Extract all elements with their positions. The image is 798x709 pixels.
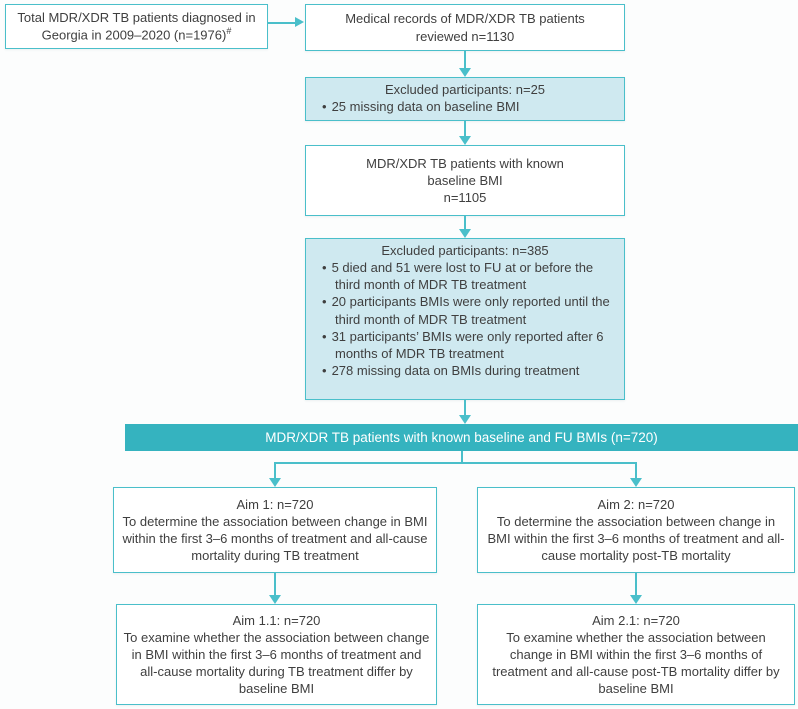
exclusion-text: 25 missing data on baseline BMI — [331, 99, 520, 115]
box-aim-1: Aim 1: n=720 To determine the associatio… — [113, 487, 437, 573]
connector-aim1-to-aim11 — [274, 573, 276, 596]
excluded2-title: Excluded participants: n=385 — [381, 243, 549, 258]
arrow-down-icon — [269, 595, 281, 604]
exclusion-item: •20 participants BMIs were only reported… — [314, 293, 616, 327]
connector-excluded1-to-baseline — [464, 121, 466, 137]
bullet-icon: • — [322, 363, 327, 379]
exclusion-text: 5 died and 51 were lost to FU at or befo… — [331, 260, 594, 293]
box-excluded-fu: Excluded participants: n=385 •5 died and… — [305, 238, 625, 400]
arrow-down-icon — [269, 478, 281, 487]
arrow-down-icon — [459, 136, 471, 145]
aim11-title: Aim 1.1: n=720 — [232, 612, 321, 628]
aim2-title: Aim 2: n=720 — [597, 496, 675, 512]
connector-excluded2-to-band — [464, 400, 466, 416]
box-known-baseline-bmi: MDR/XDR TB patients with known baseline … — [305, 145, 625, 216]
baseline-line-3: n=1105 — [443, 190, 487, 206]
total-diagnosed-label: Total MDR/XDR TB patients diagnosed in G… — [17, 10, 256, 43]
exclusion-item: •278 missing data on BMIs during treatme… — [314, 362, 616, 379]
arrow-right-icon — [295, 17, 304, 27]
excluded2-list: •5 died and 51 were lost to FU at or bef… — [314, 259, 616, 379]
band-known-baseline-fu: MDR/XDR TB patients with known baseline … — [125, 424, 798, 451]
connector-branch-left — [274, 462, 276, 479]
bullet-icon: • — [322, 294, 327, 310]
excluded1-list: •25 missing data on baseline BMI — [314, 98, 616, 115]
connector-branch — [274, 462, 637, 464]
baseline-line-1: MDR/XDR TB patients with known — [366, 155, 564, 171]
aim21-body: To examine whether the association betwe… — [492, 629, 780, 697]
exclusion-text: 20 participants BMIs were only reported … — [331, 294, 610, 327]
connector-records-to-excluded1 — [464, 51, 466, 69]
box-medical-records: Medical records of MDR/XDR TB patients r… — [305, 4, 625, 51]
box-total-diagnosed: Total MDR/XDR TB patients diagnosed in G… — [5, 4, 268, 49]
arrow-down-icon — [459, 229, 471, 238]
exclusion-text: 278 missing data on BMIs during treatmen… — [331, 363, 580, 379]
box-aim-2: Aim 2: n=720 To determine the associatio… — [477, 487, 795, 573]
arrow-down-icon — [459, 415, 471, 424]
connector-total-to-records — [268, 22, 296, 24]
arrow-down-icon — [630, 478, 642, 487]
box-total-diagnosed-text: Total MDR/XDR TB patients diagnosed in G… — [12, 9, 261, 44]
excluded1-title: Excluded participants: n=25 — [384, 82, 546, 97]
band-label: MDR/XDR TB patients with known baseline … — [265, 429, 658, 445]
aim11-body: To examine whether the association betwe… — [123, 629, 430, 697]
records-line-2: reviewed n=1130 — [415, 28, 515, 44]
bullet-icon: • — [322, 328, 327, 344]
aim21-title: Aim 2.1: n=720 — [592, 612, 680, 628]
connector-baseline-to-excluded2 — [464, 216, 466, 230]
exclusion-item: •31 participants’ BMIs were only reporte… — [314, 328, 616, 362]
exclusion-text: 31 participants’ BMIs were only reported… — [331, 328, 604, 361]
connector-aim2-to-aim21 — [635, 573, 637, 596]
arrow-down-icon — [630, 595, 642, 604]
bullet-icon: • — [322, 260, 327, 276]
box-excluded-baseline: Excluded participants: n=25 •25 missing … — [305, 77, 625, 121]
bullet-icon: • — [322, 99, 327, 115]
box-aim-2-1: Aim 2.1: n=720 To examine whether the as… — [477, 604, 795, 705]
exclusion-item: •25 missing data on baseline BMI — [314, 98, 616, 115]
aim2-body: To determine the association between cha… — [487, 513, 785, 564]
exclusion-item: •5 died and 51 were lost to FU at or bef… — [314, 259, 616, 293]
aim1-body: To determine the association between cha… — [122, 513, 428, 564]
baseline-line-2: baseline BMI — [427, 172, 503, 188]
arrow-down-icon — [459, 68, 471, 77]
aim1-title: Aim 1: n=720 — [236, 496, 314, 512]
connector-band-stem — [461, 451, 463, 464]
box-aim-1-1: Aim 1.1: n=720 To examine whether the as… — [116, 604, 437, 705]
connector-branch-right — [635, 462, 637, 479]
records-line-1: Medical records of MDR/XDR TB patients — [345, 11, 585, 27]
footnote-marker: # — [226, 26, 232, 37]
